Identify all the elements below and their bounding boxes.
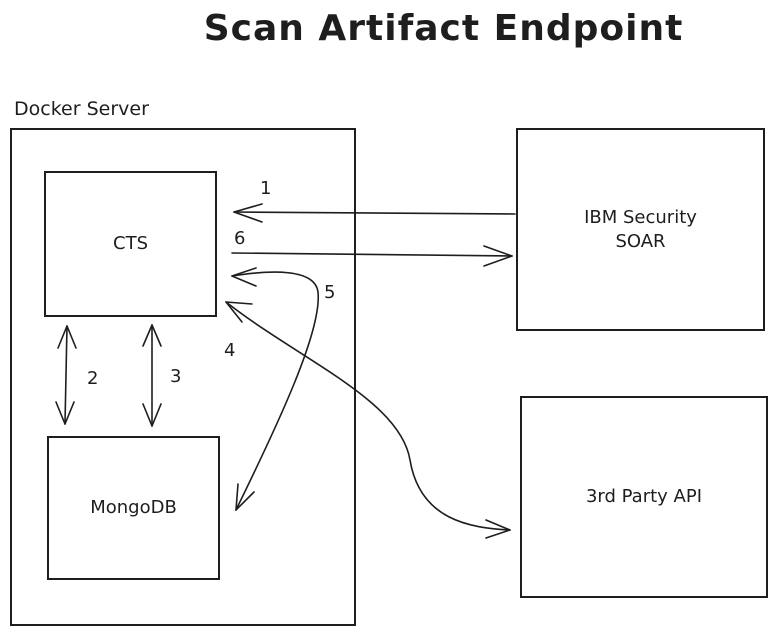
edge-3-label: 3 [170,366,182,387]
edge-6-arrow [231,245,513,267]
edge-4-label: 4 [224,340,236,361]
edge-2-label: 2 [87,368,99,389]
soar-label-line1: IBM Security [584,206,697,228]
edge-2-arrow [55,325,77,425]
docker-server-label: Docker Server [14,98,149,120]
edge-1-label: 1 [260,178,272,199]
edge-5-arrow [231,267,320,511]
ibm-security-soar-node: IBM Security SOAR [516,128,765,331]
mongodb-label: MongoDB [90,497,177,518]
edge-5-label: 5 [324,282,336,303]
edge-6-label: 6 [234,228,246,249]
diagram-title: Scan Artifact Endpoint [203,8,684,49]
cts-node: CTS [44,171,217,317]
third-party-api-node: 3rd Party API [520,396,768,598]
edge-1-arrow [233,203,516,223]
edge-4-arrow [225,301,511,539]
mongodb-node: MongoDB [47,436,220,580]
edge-3-arrow [142,324,162,427]
third-party-api-label: 3rd Party API [585,486,703,507]
cts-label: CTS [113,233,148,254]
docker-server-container [10,128,356,626]
soar-label-line2: SOAR [615,230,666,252]
